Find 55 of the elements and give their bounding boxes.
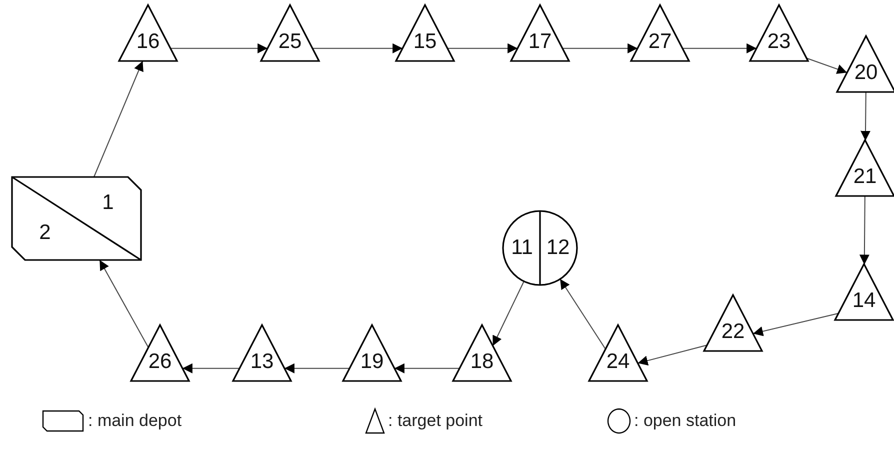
node-number: 2: [39, 222, 51, 244]
node-number: 24: [606, 351, 630, 373]
node-number: 20: [854, 62, 878, 84]
node-number: 23: [767, 31, 791, 53]
target-point-triangle: [261, 5, 319, 61]
target-point-triangle: [131, 325, 189, 381]
target-point-triangle: [589, 325, 647, 381]
arrow: [394, 363, 460, 374]
node-number: 16: [136, 31, 160, 53]
node-number: 13: [250, 351, 274, 373]
arrow: [312, 43, 404, 54]
target-point-triangle: [836, 140, 894, 196]
arrow: [99, 260, 149, 348]
legend-text: : target point: [388, 411, 483, 431]
arrow: [806, 58, 848, 74]
arrow: [492, 280, 524, 346]
target-point-triangle: [704, 295, 762, 351]
arrow: [560, 278, 606, 350]
target-point-triangle: [837, 36, 894, 92]
node-number: 1: [102, 192, 114, 214]
node-number: 25: [278, 31, 302, 53]
arrow: [170, 43, 268, 54]
node-number: 14: [852, 290, 876, 312]
arrow: [682, 43, 758, 54]
target-point-triangle: [453, 325, 511, 381]
node-number: 18: [470, 351, 494, 373]
target-point-triangle: [750, 5, 808, 61]
arrow: [752, 312, 839, 336]
arrow: [93, 60, 144, 178]
target-point-triangle: [835, 264, 893, 320]
arrow: [284, 363, 350, 374]
node-number: 17: [528, 31, 552, 53]
node-number: 21: [853, 166, 877, 188]
node-number: 15: [413, 31, 437, 53]
arrow: [860, 92, 870, 142]
arrow: [182, 363, 240, 374]
target-point-triangle: [119, 5, 177, 61]
node-number: 12: [546, 237, 570, 259]
target-point-triangle: [396, 5, 454, 61]
arrow: [637, 344, 708, 366]
node-number: 26: [148, 351, 172, 373]
node-number: 19: [360, 351, 384, 373]
arrow: [446, 43, 518, 54]
target-point-triangle: [343, 325, 401, 381]
target-point-triangle: [631, 5, 689, 61]
node-number: 11: [511, 237, 533, 259]
arrow: [859, 196, 870, 266]
target-point-triangle: [511, 5, 569, 61]
target-point-triangle: [233, 325, 291, 381]
node-number: 27: [648, 31, 672, 53]
legend-text: : open station: [634, 411, 736, 431]
main-depot-shape: [12, 177, 141, 260]
arrow: [562, 43, 638, 54]
node-number: 22: [721, 321, 745, 343]
legend-text: : main depot: [88, 411, 182, 431]
